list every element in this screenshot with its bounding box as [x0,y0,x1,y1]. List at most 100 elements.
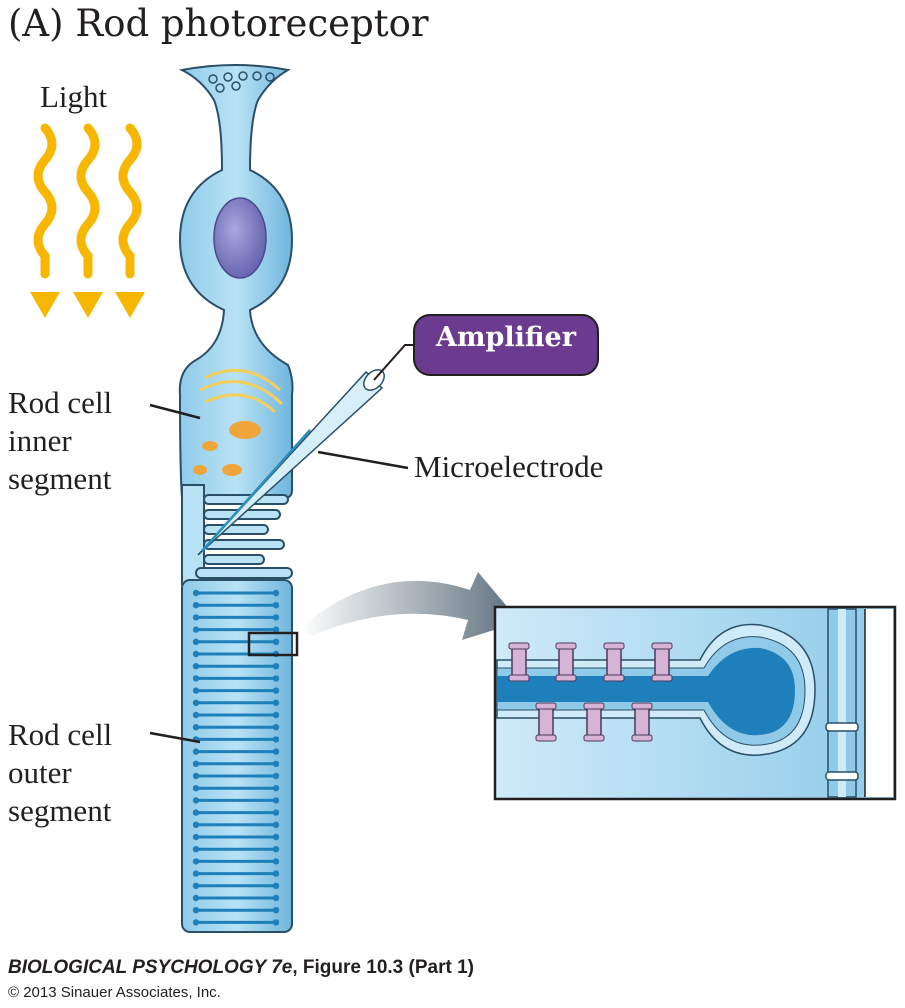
nucleus-icon [213,197,267,279]
leader-lines [149,403,409,744]
ion-channels-icon [508,642,673,742]
disc-rim [192,809,200,816]
disc-rim [192,772,200,780]
connecting-cilium [181,484,293,586]
disc-rim [192,846,200,853]
disc-rim [192,687,200,694]
ion-channel-cap [631,702,653,710]
microelectrode [197,344,416,556]
disc-rim [272,687,280,694]
disc-rim [192,785,200,792]
zoom-arrow-icon [300,572,520,640]
disc-rim [272,858,280,865]
outer-segment-discs [192,589,280,926]
copyright-notice: © 2013 Sinauer Associates, Inc. [8,984,221,1001]
ion-channel [511,645,527,679]
microelectrode-label: Microelectrode [414,449,604,484]
ion-channel-cap [603,674,625,682]
synaptic-vesicles-icon [208,71,275,93]
ion-channel-cap [651,674,673,682]
disc-rim [272,797,280,804]
figure-caption: BIOLOGICAL PSYCHOLOGY 7e, Figure 10.3 (P… [8,957,474,979]
outer-segment-label-line-1: Rod cell [8,717,113,752]
ion-channel [634,705,650,739]
disc-rim [192,821,200,828]
inner-segment-label-line-3: segment [8,461,112,496]
mitochondria-icon [193,421,261,476]
disc-rim [272,821,280,828]
disc-rim [272,809,280,816]
disc-rim [192,760,200,767]
disc-rim [192,858,200,865]
ion-channel-cap [535,702,557,710]
ion-channel-cap [583,734,605,742]
disc-rim [272,919,280,926]
disc-rim [192,870,200,877]
ion-channel-cap [555,642,577,650]
caption-book-title: BIOLOGICAL PSYCHOLOGY 7e [8,957,293,978]
zoom-region-box [247,631,299,657]
disc-rim [272,785,280,792]
disc-rim [272,614,280,621]
ion-channel [586,705,602,739]
ion-channel [558,645,574,679]
disc-rim [272,748,280,755]
disc-rim [192,919,200,926]
disc-rim [272,882,280,889]
ion-channel [606,645,622,679]
disc-rim [272,589,280,597]
disc-rim [272,675,280,682]
disc-rim [192,626,200,633]
disc-membrane-inset [493,605,897,801]
light-label: Light [40,79,108,114]
disc-rim [192,833,200,841]
figure-title: (A) Rod photoreceptor [8,2,429,45]
ion-channel-cap [555,674,577,682]
disc-rim [272,772,280,780]
disc-rim [192,907,200,914]
inner-segment-label-line-1: Rod cell [8,385,113,420]
disc-rim [192,711,200,719]
disc-rim [192,614,200,621]
disc-rim [272,870,280,877]
amplifier-label: Amplifier [436,322,576,353]
disc-rim [272,699,280,706]
ion-channel-cap [508,642,530,650]
outer-segment-shape [181,579,293,933]
disc-rim [272,724,280,731]
light-rays-icon [33,123,142,279]
light-arrowheads-icon [30,292,145,318]
disc-rim [192,638,200,645]
ion-channel-cap [535,734,557,742]
amplifier-box [413,314,599,376]
outer-segment-label: Rod cell outer segment [8,716,112,830]
ion-channel-cap [631,734,653,742]
outer-segment-label-line-2: outer [8,755,72,790]
disc-rim [192,748,200,755]
disc-rim [272,760,280,767]
inner-segment-label: Rod cell inner segment [8,384,112,498]
disc-rim [272,638,280,645]
disc-rim [272,846,280,853]
ion-channel-cap [651,642,673,650]
disc-rim [272,907,280,914]
inner-segment-label-line-2: inner [8,423,72,458]
disc-rim [192,675,200,682]
disc-rim [192,602,200,609]
disc-rim [192,894,200,902]
membrane-junctions-icon [825,722,859,781]
ion-channel [538,705,554,739]
golgi-icon [199,368,284,414]
caption-figure-number: , Figure 10.3 (Part 1) [292,957,474,978]
disc-rim [272,663,280,670]
disc-rim [192,663,200,670]
disc-rim [192,882,200,889]
outer-segment-label-line-3: segment [8,793,112,828]
disc-rim [272,602,280,609]
ion-channel-cap [583,702,605,710]
ion-channel [654,645,670,679]
disc-rim [272,736,280,743]
disc-rim [272,711,280,719]
disc-rim [272,894,280,902]
